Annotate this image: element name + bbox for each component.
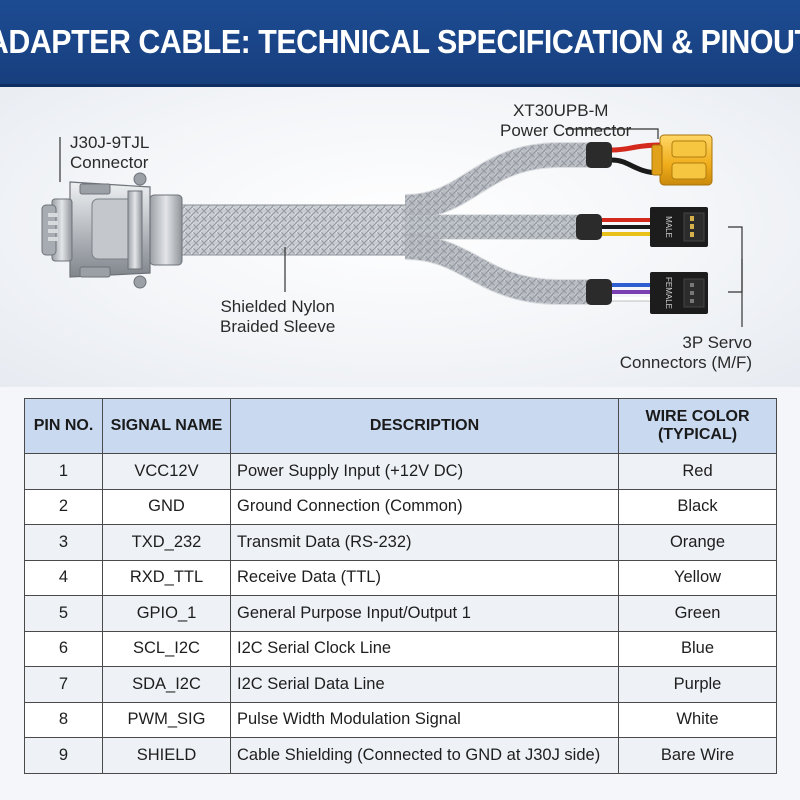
cell-wire-color: Yellow [618,559,777,596]
cell-description: Pulse Width Modulation Signal [230,701,619,738]
header-description: DESCRIPTION [230,398,619,454]
cell-description: I2C Serial Clock Line [230,630,619,667]
cell-description: I2C Serial Data Line [230,666,619,703]
male-label: MALE [664,216,673,238]
cell-pin: 9 [24,737,103,774]
main-cable-sleeve [179,204,411,256]
servo-male-connector: MALE [650,207,708,247]
cell-signal: VCC12V [102,453,231,490]
cell-wire-color: Black [618,488,777,525]
cell-description: Receive Data (TTL) [230,559,619,596]
label-servo: 3P Servo Connectors (M/F) [606,333,752,373]
label-sleeve-line2: Braided Sleeve [220,317,336,336]
label-sleeve-line1: Shielded Nylon [220,297,335,316]
cell-signal: GPIO_1 [102,595,231,632]
cell-pin: 1 [24,453,103,490]
cell-pin: 4 [24,559,103,596]
label-xt30: XT30UPB-M Power Connector [500,101,631,141]
label-servo-line1: 3P Servo [682,333,752,352]
label-j30j-line1: J30J-9TJL [70,133,150,152]
cell-pin: 5 [24,595,103,632]
female-label: FEMALE [664,277,673,309]
table-header-row: PIN NO. SIGNAL NAME DESCRIPTION WIRE COL… [24,398,777,454]
cell-description: Cable Shielding (Connected to GND at J30… [230,737,619,774]
cell-pin: 7 [24,666,103,703]
leader-lines [59,128,743,327]
cell-wire-color: Orange [618,524,777,561]
cell-wire-color: Green [618,595,777,632]
label-sleeve: Shielded Nylon Braided Sleeve [220,297,335,337]
cable-diagram: MALE FEMALE [0,87,800,387]
cell-signal: PWM_SIG [102,701,231,738]
cell-description: General Purpose Input/Output 1 [230,595,619,632]
cell-wire-color: Blue [618,630,777,667]
cell-wire-color: Red [618,453,777,490]
cell-description: Ground Connection (Common) [230,488,619,525]
cell-signal: SDA_I2C [102,666,231,703]
page-title: ADAPTER CABLE: TECHNICAL SPECIFICATION &… [0,23,800,60]
cell-wire-color: White [618,701,777,738]
cell-signal: RXD_TTL [102,559,231,596]
cable-illustration: MALE FEMALE [41,128,743,327]
label-j30j-line2: Connector [70,153,149,172]
cell-signal: SHIELD [102,737,231,774]
cell-signal: TXD_232 [102,524,231,561]
branch-sleeve-power [404,143,600,219]
header-pin: PIN NO. [24,398,103,454]
cell-pin: 8 [24,701,103,738]
label-xt30-line2: Power Connector [500,121,632,140]
servo-female-connector: FEMALE [650,272,708,314]
branch-sleeve-female [404,235,600,304]
cell-pin: 2 [24,488,103,525]
pinout-table-container: PIN NO. SIGNAL NAME DESCRIPTION WIRE COL… [24,398,777,774]
header-wire-color: WIRE COLOR (TYPICAL) [618,398,777,454]
cell-description: Transmit Data (RS-232) [230,524,619,561]
cell-description: Power Supply Input (+12V DC) [230,453,619,490]
label-xt30-line1: XT30UPB-M [513,101,609,120]
cell-wire-color: Purple [618,666,777,703]
cell-pin: 6 [24,630,103,667]
j30j-connector [41,172,183,289]
label-servo-line2: Connectors (M/F) [619,353,752,372]
xt30-connector [651,134,713,186]
header-signal: SIGNAL NAME [102,398,231,454]
cell-signal: SCL_I2C [102,630,231,667]
label-j30j: J30J-9TJL Connector [70,133,149,173]
cell-wire-color: Bare Wire [618,737,777,774]
pinout-table: PIN NO. SIGNAL NAME DESCRIPTION WIRE COL… [24,398,777,774]
cell-pin: 3 [24,524,103,561]
cell-signal: GND [102,488,231,525]
header-banner: ADAPTER CABLE: TECHNICAL SPECIFICATION &… [0,0,800,87]
